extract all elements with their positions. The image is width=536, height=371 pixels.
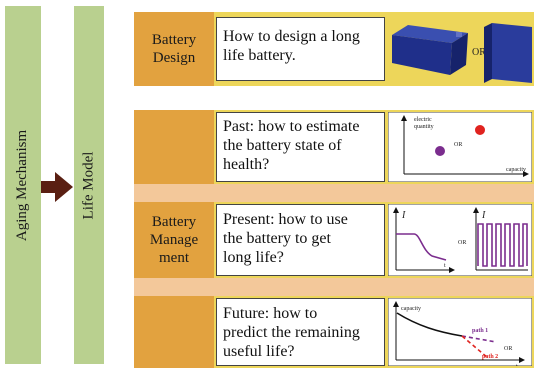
past-red-dot <box>475 125 485 135</box>
present-or-text: OR <box>458 240 466 246</box>
battery-management-label: Battery Manage ment <box>134 202 214 278</box>
battery-design-question: How to design a long life battery. <box>216 17 385 81</box>
future-path1-label: path 1 <box>472 328 488 334</box>
management-orange-column-top <box>134 110 214 184</box>
design-or-text: OR <box>472 47 486 58</box>
present-axis-t: t <box>444 263 446 269</box>
future-path2-label: path 2 <box>482 354 498 360</box>
management-separator-2 <box>134 278 534 296</box>
past-chart: electric quantity capacity OR <box>388 112 532 182</box>
battery-design-label: Battery Design <box>134 12 214 86</box>
future-axis-x: t <box>516 364 518 366</box>
management-orange-column-bottom <box>134 296 214 368</box>
present-chart: I t OR I <box>388 204 532 276</box>
future-question: Future: how to predict the remaining use… <box>216 298 385 366</box>
past-purple-dot <box>435 146 445 156</box>
future-capacity-curve <box>396 312 463 337</box>
present-decay-curve <box>396 233 447 261</box>
future-path1-line <box>461 335 497 343</box>
future-axis-y: capacity <box>401 306 421 312</box>
past-question: Past: how to estimate the battery state … <box>216 112 385 182</box>
present-axis-i: I <box>401 210 406 221</box>
present-axis-i2: I <box>481 210 486 221</box>
life-model-label: Life Model <box>80 151 97 219</box>
past-axis-y-line1: electric <box>414 117 432 123</box>
present-question: Present: how to use the battery to get l… <box>216 204 385 276</box>
aging-mechanism-bar: Aging Mechanism <box>5 6 41 364</box>
management-separator-1 <box>134 184 534 202</box>
past-axis-y-line2: quantity <box>414 124 434 130</box>
present-pulse-wave <box>477 223 528 267</box>
pouch-battery-icon <box>484 23 532 83</box>
future-or-text: OR <box>504 346 512 352</box>
future-chart: capacity t path 1 path 2 OR <box>388 298 532 366</box>
past-axis-x: capacity <box>506 167 526 173</box>
prismatic-battery-icon <box>392 25 468 75</box>
battery-images: OR <box>392 23 532 83</box>
life-model-bar: Life Model <box>74 6 104 364</box>
right-arrow-icon <box>41 172 73 202</box>
future-path2-line <box>461 335 489 359</box>
aging-mechanism-label: Aging Mechanism <box>14 129 31 241</box>
past-or-text: OR <box>454 142 462 148</box>
